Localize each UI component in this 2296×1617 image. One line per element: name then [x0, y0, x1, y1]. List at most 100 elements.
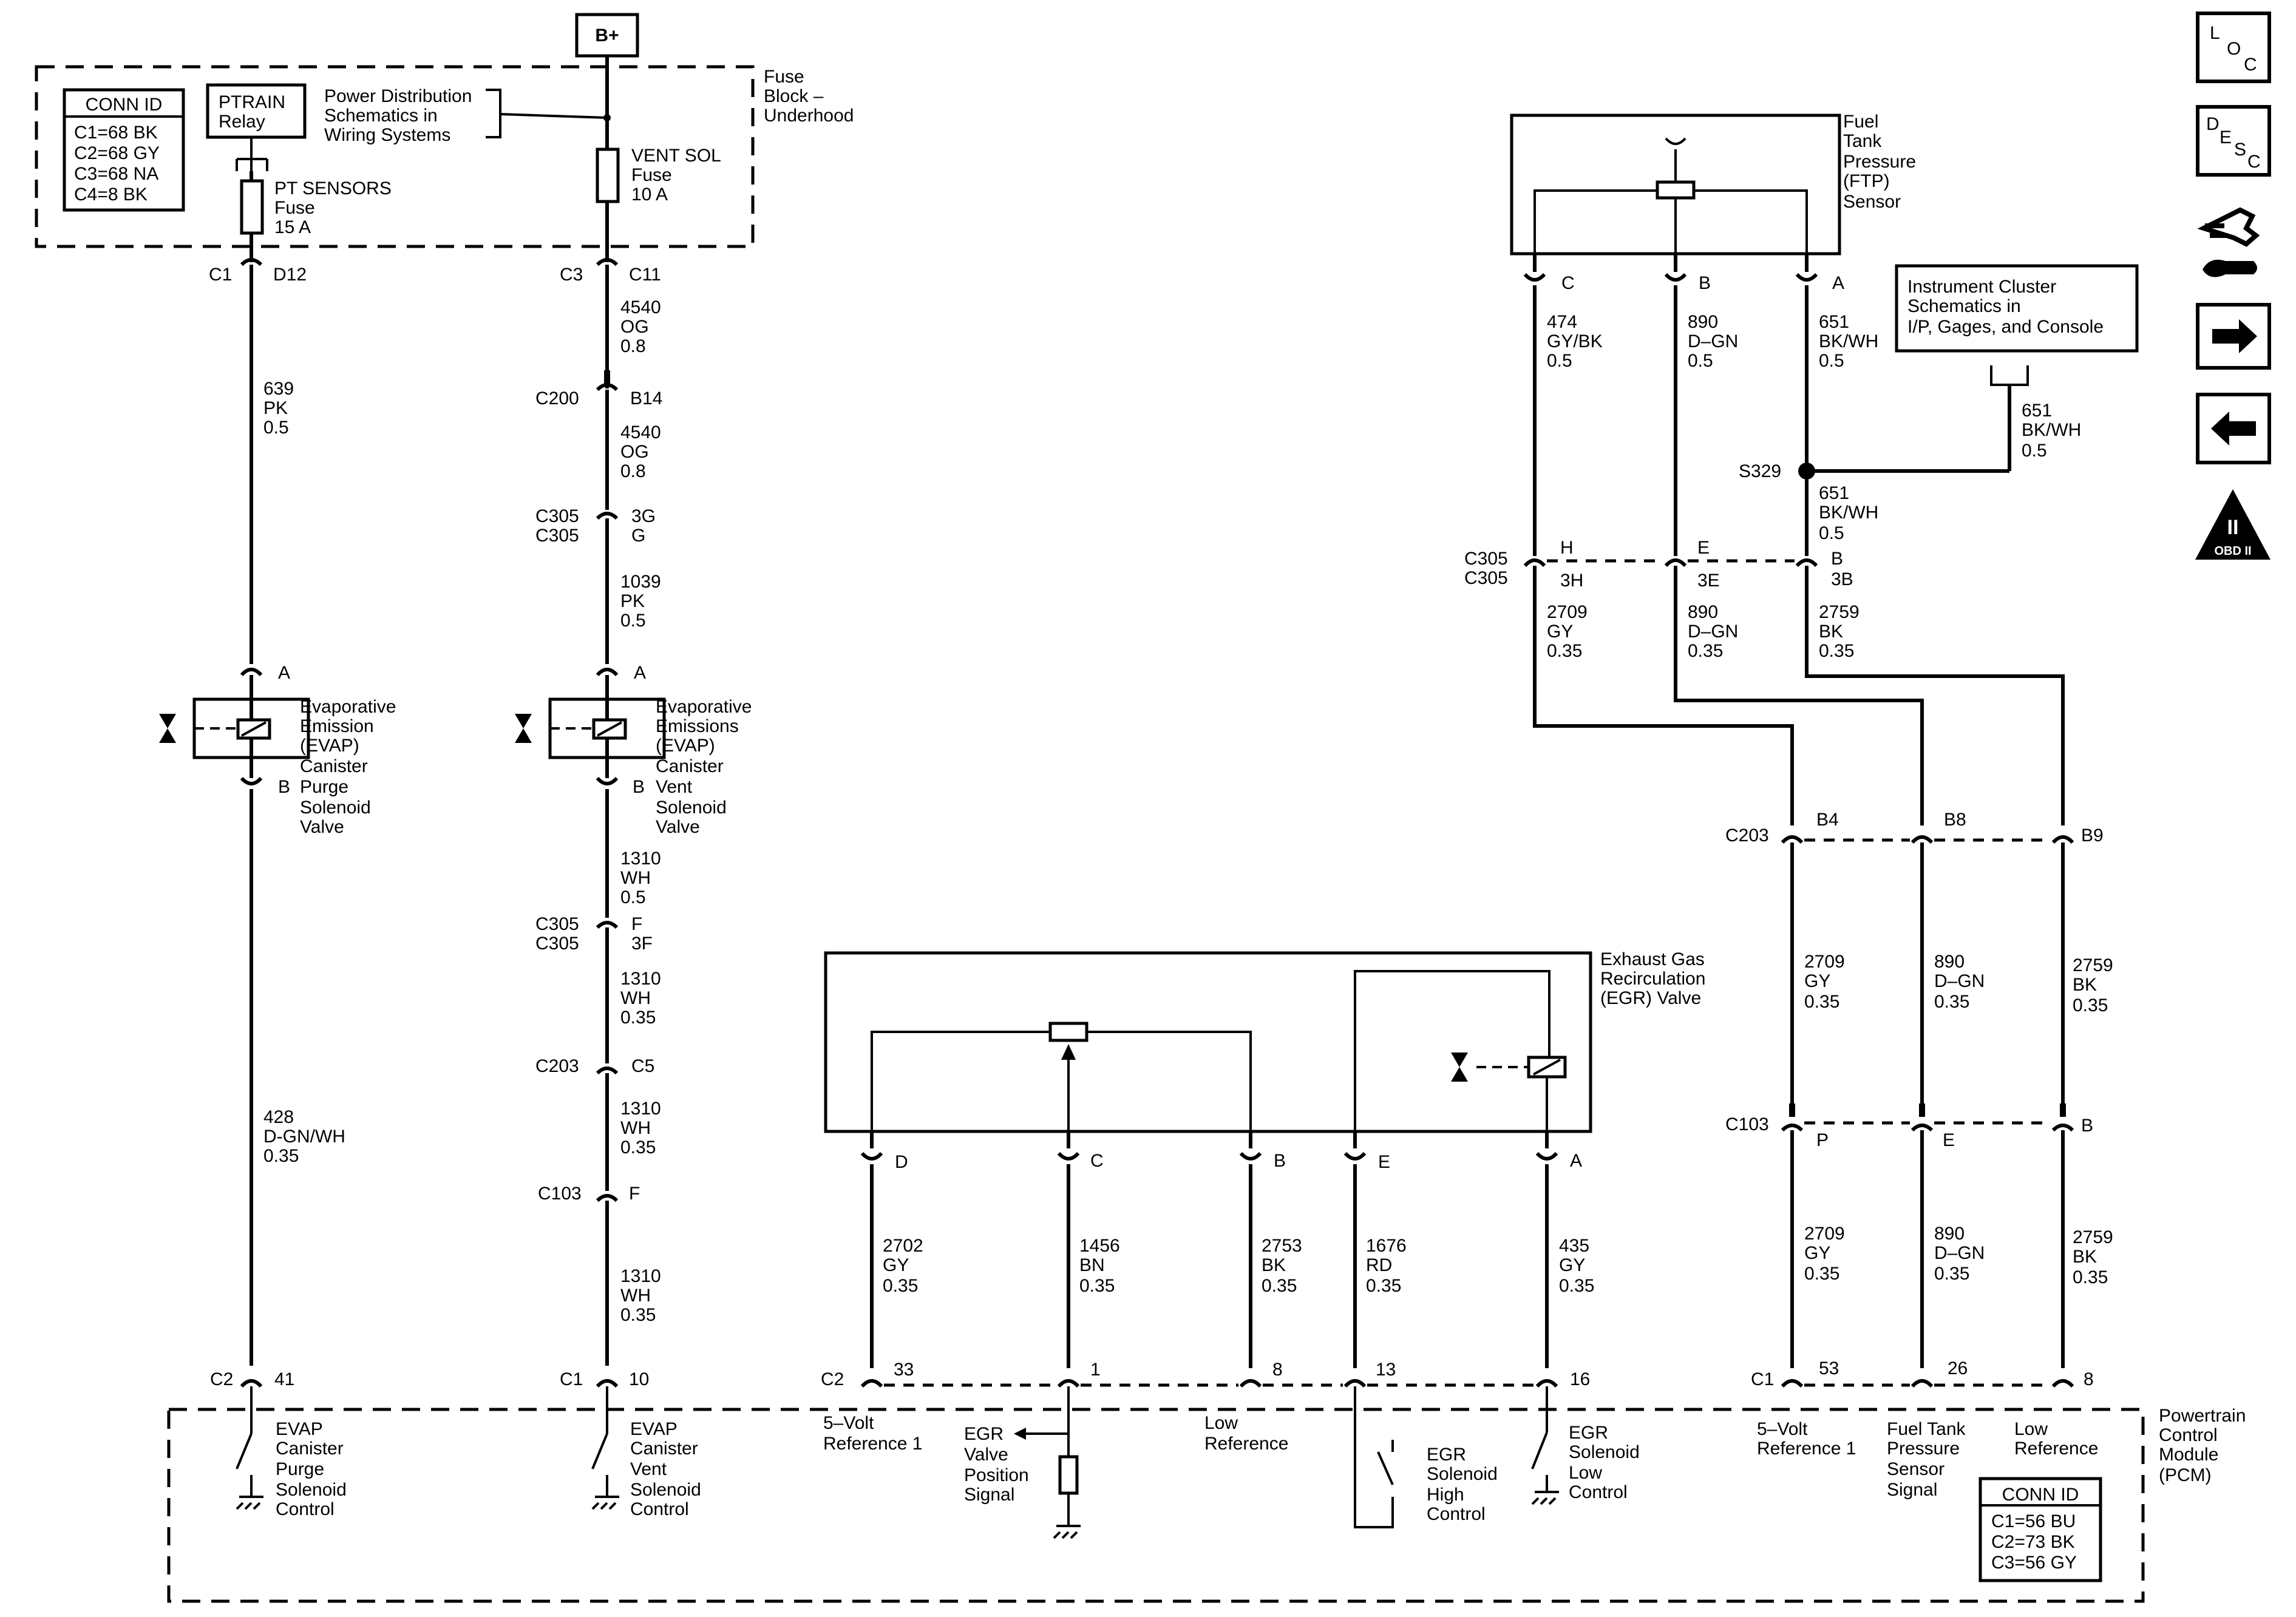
fuse-block: B+ Fuse Block – Underhood CONN ID C1=68 …: [35, 13, 854, 262]
ftp-w2759a-2-label: 0.35: [1819, 641, 1854, 661]
ftp-c103-pins-1-label: E: [1943, 1130, 1955, 1150]
loc-button[interactable]: L O C: [2196, 12, 2271, 83]
ftp-w890a-2-label: 0.5: [1688, 351, 1713, 371]
egr-pins-2-label: B: [1274, 1151, 1286, 1171]
ftp-w2709b-2-label: 0.35: [1804, 992, 1839, 1012]
left-circuits-w1310d-0-label: 1310: [620, 1266, 661, 1286]
nav-loc-2-label: C: [2244, 55, 2257, 75]
nav-loc-1-label: O: [2227, 39, 2241, 59]
egr-pins-1-label: C: [1090, 1151, 1104, 1171]
pcm-pins-p13-label: 13: [1376, 1360, 1396, 1380]
pcm-conn-id-title-label: CONN ID: [2002, 1485, 2079, 1505]
next-arrow-icon[interactable]: [2196, 303, 2271, 370]
pcm-five-volt-ref1-1-label: Reference 1: [823, 1434, 922, 1454]
left-circuits-w1310c-1-label: WH: [620, 1118, 651, 1138]
left-circuits-w1039-2-label: 0.5: [620, 611, 646, 631]
left-circuits-c305b-pins-1-label: 3F: [631, 934, 653, 954]
ftp-w651b-0-label: 651: [2022, 401, 2052, 421]
left-circuits-w4540b-2-label: 0.8: [620, 461, 646, 481]
left-circuits-purge-label-2-label: (EVAP): [300, 736, 359, 756]
ftp-w651b-2-label: 0.5: [2022, 441, 2047, 461]
pcm-egr-pos-signal-1-label: Valve: [964, 1445, 1008, 1465]
pcm-egr-low-2-label: Low: [1569, 1463, 1602, 1483]
ftp-c203-label: C203: [1725, 825, 1769, 846]
left-circuits-w639-1-label: PK: [263, 398, 288, 418]
pcm-label-1-label: Control: [2159, 1425, 2218, 1445]
egr-w435-2-label: 0.35: [1559, 1276, 1594, 1296]
ftp-w651a-2-label: 0.5: [1819, 351, 1844, 371]
left-circuits-vent-label-4-label: Vent: [656, 777, 693, 797]
egr-w1676-2-label: 0.35: [1366, 1276, 1401, 1296]
pcm-ftp-signal-0-label: Fuel Tank: [1887, 1419, 1966, 1439]
egr-pins-3-label: E: [1378, 1152, 1390, 1172]
ftp-w890d-1-label: D–GN: [1934, 1243, 1985, 1263]
ftp-w890b-1-label: D–GN: [1688, 622, 1738, 642]
pcm-egr-high-3-label: Control: [1427, 1504, 1486, 1524]
ftp-w474-1-label: GY/BK: [1547, 331, 1603, 351]
left-circuits-c305b-pins-0-label: F: [631, 914, 642, 934]
left-circuits-c305a-pins-1-label: G: [631, 526, 645, 546]
instrument-cluster-reference[interactable]: Instrument Cluster Schematics in I/P, Ga…: [1895, 264, 2139, 471]
ftp-ic-ref-2-label: I/P, Gages, and Console: [1907, 317, 2104, 337]
pcm-egr-pos-signal-3-label: Signal: [964, 1485, 1014, 1505]
pcm-egr-low-1-label: Solenoid: [1569, 1442, 1640, 1462]
left-circuits-w1310a-2-label: 0.5: [620, 887, 646, 907]
pcm-low-ref1-0-label: Low: [1204, 1413, 1238, 1433]
pcm-evap-purge-ctrl-0-label: EVAP: [276, 1419, 323, 1439]
egr-w2702-1-label: GY: [883, 1255, 909, 1275]
connector-tools-icon[interactable]: [2197, 207, 2260, 277]
nav-desc-3-label: C: [2247, 152, 2261, 172]
pcm-evap-purge-ctrl-2-label: Purge: [276, 1459, 324, 1479]
top-vent-sol-fuse-2-label: 10 A: [631, 185, 668, 205]
pcm-evap-vent-ctrl-2-label: Vent: [630, 1459, 667, 1479]
pcm-egr-pos-signal-2-label: Position: [964, 1465, 1029, 1485]
left-circuits-w1310b-0-label: 1310: [620, 969, 661, 989]
ftp-w2709a-1-label: GY: [1547, 622, 1573, 642]
left-circuits-purge-label-0-label: Evaporative: [300, 697, 396, 717]
ftp-c203-pins-1-label: B8: [1944, 810, 1966, 830]
left-circuits-c305b-0-label: C305: [535, 914, 579, 934]
pcm-egr-high-0-label: EGR: [1427, 1445, 1466, 1465]
power-distribution-reference[interactable]: Power Distribution Schematics in Wiring …: [324, 86, 608, 145]
egr-w1676-1-label: RD: [1366, 1255, 1392, 1275]
left-circuits-vent-b-label: B: [633, 777, 645, 797]
egr-wiring: D C B E A 2702 GY 0.35 1456 BN 0.35 2753…: [860, 1131, 1594, 1368]
pcm-conn-id-rows-1-label: C2=73 BK: [1991, 1532, 2075, 1552]
left-circuits-f-label: F: [629, 1184, 640, 1204]
egr-pins-0-label: D: [895, 1152, 908, 1172]
ftp-label-1-label: Tank: [1843, 131, 1882, 151]
left-circuits-w1310d-1-label: WH: [620, 1286, 651, 1306]
pcm-pins-c1-10-0-label: C1: [560, 1369, 583, 1389]
pcm-label-3-label: (PCM): [2159, 1465, 2212, 1485]
left-circuits-w428-0-label: 428: [263, 1107, 294, 1127]
ftp-w651a-0-label: 651: [1819, 312, 1849, 332]
top-power-dist-ref-1-label: Schematics in: [324, 106, 438, 126]
nav-obd-label: OBD II: [2214, 544, 2251, 558]
egr-w435-1-label: GY: [1559, 1255, 1585, 1275]
pcm-ftp-signal-1-label: Pressure: [1887, 1439, 1960, 1459]
left-circuits-w1310b-2-label: 0.35: [620, 1008, 656, 1028]
ftp-pins-2-label: A: [1832, 273, 1844, 293]
desc-button[interactable]: D E S C: [2196, 105, 2271, 177]
ftp-c305-pins-top-1-label: E: [1697, 538, 1710, 558]
nav-loc-0-label: L: [2210, 23, 2220, 43]
ftp-w890b-2-label: 0.35: [1688, 641, 1723, 661]
top-pt-sensors-fuse-1-label: Fuse: [274, 198, 315, 218]
battery-label: B+: [595, 25, 619, 46]
ftp-w890d-2-label: 0.35: [1934, 1264, 1969, 1284]
pcm-five-volt-ref2-0-label: 5–Volt: [1757, 1419, 1808, 1439]
pcm-low-ref2-0-label: Low: [2014, 1419, 2048, 1439]
previous-arrow-icon[interactable]: [2196, 393, 2271, 464]
left-circuits-w1310c-2-label: 0.35: [620, 1137, 656, 1158]
evap-purge-solenoid: [159, 675, 310, 778]
nav-desc-2-label: S: [2234, 140, 2246, 160]
top-ptrain-relay-1-label: Relay: [219, 112, 265, 132]
pcm-low-ref2-1-label: Reference: [2014, 1439, 2098, 1459]
left-circuits-c200-label: C200: [535, 388, 579, 408]
left-circuits-vent-label-3-label: Canister: [656, 756, 724, 776]
pcm-pins-p1-label: 1: [1090, 1360, 1101, 1380]
obd-ii-icon[interactable]: II OBD II: [2195, 489, 2271, 560]
left-circuits-purge-label-6-label: Valve: [300, 817, 344, 837]
ftp-ic-ref-0-label: Instrument Cluster: [1907, 277, 2056, 297]
egr-w1456-1-label: BN: [1079, 1255, 1105, 1275]
